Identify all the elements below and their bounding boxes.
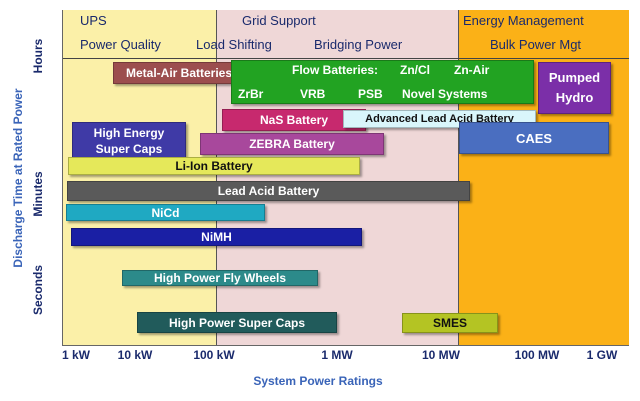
bar-nicd: NiCd <box>66 204 265 221</box>
region-grid-support-label: Grid Support <box>242 13 316 28</box>
bar-high-energy-super-caps: High Energy Super Caps <box>72 122 186 160</box>
y-tick-label: Seconds <box>31 264 45 316</box>
bar-high-power-super-caps: High Power Super Caps <box>137 312 337 333</box>
bar-label-znair: Zn-Air <box>454 63 490 77</box>
y-tick-label: Minutes <box>31 171 45 217</box>
bar-label: High Power Super Caps <box>168 315 306 330</box>
region-ups-sublabel: Power Quality <box>80 37 161 52</box>
bar-high-power-fly-wheels: High Power Fly Wheels <box>122 270 318 286</box>
bar-flow-batteries: Flow Batteries: Zn/Cl Zn-Air ZrBr VRB PS… <box>231 60 534 104</box>
bar-label: Flow Batteries: <box>292 63 379 77</box>
plot-bottom-border <box>62 345 629 346</box>
x-axis-title: System Power Ratings <box>253 374 383 388</box>
bar-label: SMES <box>432 316 467 330</box>
bar-lead-acid-battery: Lead Acid Battery <box>67 181 470 201</box>
bar-label: High Energy Super Caps <box>93 126 165 156</box>
bar-label: ZEBRA Battery <box>249 137 335 151</box>
x-tick-label: 1 MW <box>321 348 353 362</box>
bar-label: NiCd <box>151 205 180 220</box>
bar-nimh: NiMH <box>71 228 362 246</box>
bar-label: NaS Battery <box>259 113 329 127</box>
bar-label: CAES <box>515 130 553 146</box>
bar-label-zrbr: ZrBr <box>238 87 264 101</box>
x-tick-label: 100 MW <box>514 348 560 362</box>
region-ups-background <box>62 10 217 346</box>
bar-label: Pumped Hydro <box>548 70 601 105</box>
bar-label-psb: PSB <box>358 87 383 101</box>
bar-label: Lead Acid Battery <box>217 184 320 198</box>
bar-zebra-battery: ZEBRA Battery <box>200 133 384 155</box>
bar-caes: CAES <box>459 122 609 154</box>
x-tick-label: 10 kW <box>117 348 153 362</box>
bar-li-ion-battery: Li-Ion Battery <box>68 157 360 175</box>
region-energy-management-label: Energy Management <box>463 13 584 28</box>
x-tick-label: 1 kW <box>61 348 91 362</box>
bar-label: Li-Ion Battery <box>175 159 253 173</box>
y-tick-label: Hours <box>31 38 45 74</box>
bar-pumped-hydro: Pumped Hydro <box>538 62 611 114</box>
region-divider <box>458 10 459 346</box>
region-ups-label: UPS <box>80 13 107 28</box>
header-divider <box>62 58 629 59</box>
x-tick-label: 1 GW <box>586 348 618 362</box>
y-axis-title: Discharge Time at Rated Power <box>11 88 25 268</box>
region-divider <box>216 10 217 346</box>
bar-label: High Power Fly Wheels <box>153 271 287 285</box>
region-grid-support-sublabel-1: Load Shifting <box>196 37 272 52</box>
bar-label: Metal-Air Batteries <box>126 66 233 80</box>
x-tick-label: 100 kW <box>193 348 235 362</box>
x-tick-label: 10 MW <box>421 348 461 362</box>
bar-label-zncl: Zn/Cl <box>400 63 430 77</box>
bar-label: NiMH <box>201 230 232 244</box>
region-energy-management-sublabel: Bulk Power Mgt <box>490 37 582 52</box>
bar-label-vrb: VRB <box>300 87 326 101</box>
region-grid-support-sublabel-2: Bridging Power <box>314 37 403 52</box>
bar-smes: SMES <box>402 313 498 333</box>
plot-left-border <box>62 10 63 346</box>
bar-label-novel: Novel Systems <box>402 87 488 101</box>
